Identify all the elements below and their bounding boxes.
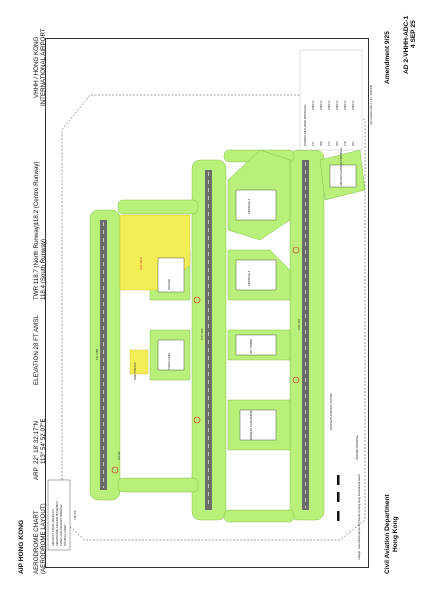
table-row-distance: 3 800 m [336, 100, 339, 110]
label-skypier: SKYPIER TERMINAL [356, 434, 359, 460]
table-row-distance: 3 800 m [352, 100, 355, 110]
label-vdf: VHF DF [74, 510, 77, 520]
table-row-runway: 25L [352, 141, 355, 146]
airport-boundary [61, 94, 366, 541]
legend-line-3: CHART AND AIRCRAFT PARKING/ [60, 504, 63, 546]
taxiway-network [89, 149, 366, 523]
table-row-runway: 07L [312, 141, 315, 146]
table-row-distance: 3 800 m [312, 100, 315, 110]
map-frame [45, 38, 369, 568]
label-hangar: HANGAR [168, 278, 171, 290]
label-atc-tower: ATC TOWER [250, 338, 253, 354]
table-row-distance: 3 800 m [328, 100, 331, 110]
legend-line-4: DOCKING CHART [64, 524, 67, 546]
table-row-runway: 07C [328, 141, 331, 146]
label-ate: AIRPORT EXPRESS TERMINAL [340, 147, 343, 186]
hot-spots [111, 246, 300, 474]
label-midfield: MIDFIELD CONCOURSE [250, 410, 253, 440]
label-btm: BUSINESS AVIATION CENTRE [330, 393, 333, 430]
label-hot-spot: HOT SPOT [140, 256, 143, 270]
runway-label-south: 07R / 25L [298, 318, 301, 330]
legend-line-2: AERODROME GROUND MOVEMENT [56, 501, 59, 546]
table-row-distance: 3 800 m [344, 100, 347, 110]
table-title: RUNWAY DECLARED DISTANCES [304, 104, 307, 146]
label-terminal-1: TERMINAL 1 [248, 198, 251, 214]
label-fire-station: FIRE STATION [134, 362, 137, 380]
label-cargo: CARGO AREA [168, 352, 171, 370]
runway-north [100, 220, 107, 490]
scale-marks [337, 475, 340, 521]
table-row-runway: 25R [320, 141, 323, 146]
legend-box [47, 479, 71, 551]
aprons [157, 164, 357, 441]
runway-label-north: 07L / 25R [96, 348, 99, 360]
label-terminal-2: TERMINAL 2 [248, 270, 251, 286]
table-row-distance: 3 800 m [320, 100, 323, 110]
table-row-runway: 25C [336, 141, 339, 146]
table-row-runway: 07R [344, 141, 347, 146]
runway-south [302, 160, 309, 510]
distances-table [299, 49, 363, 151]
legend-line-1: AIRCRAFT STAND: REFER TO [52, 509, 55, 546]
label-ils-gp: ILS GP [118, 451, 121, 460]
runway-label-centre: 07C / 25C [201, 328, 204, 340]
